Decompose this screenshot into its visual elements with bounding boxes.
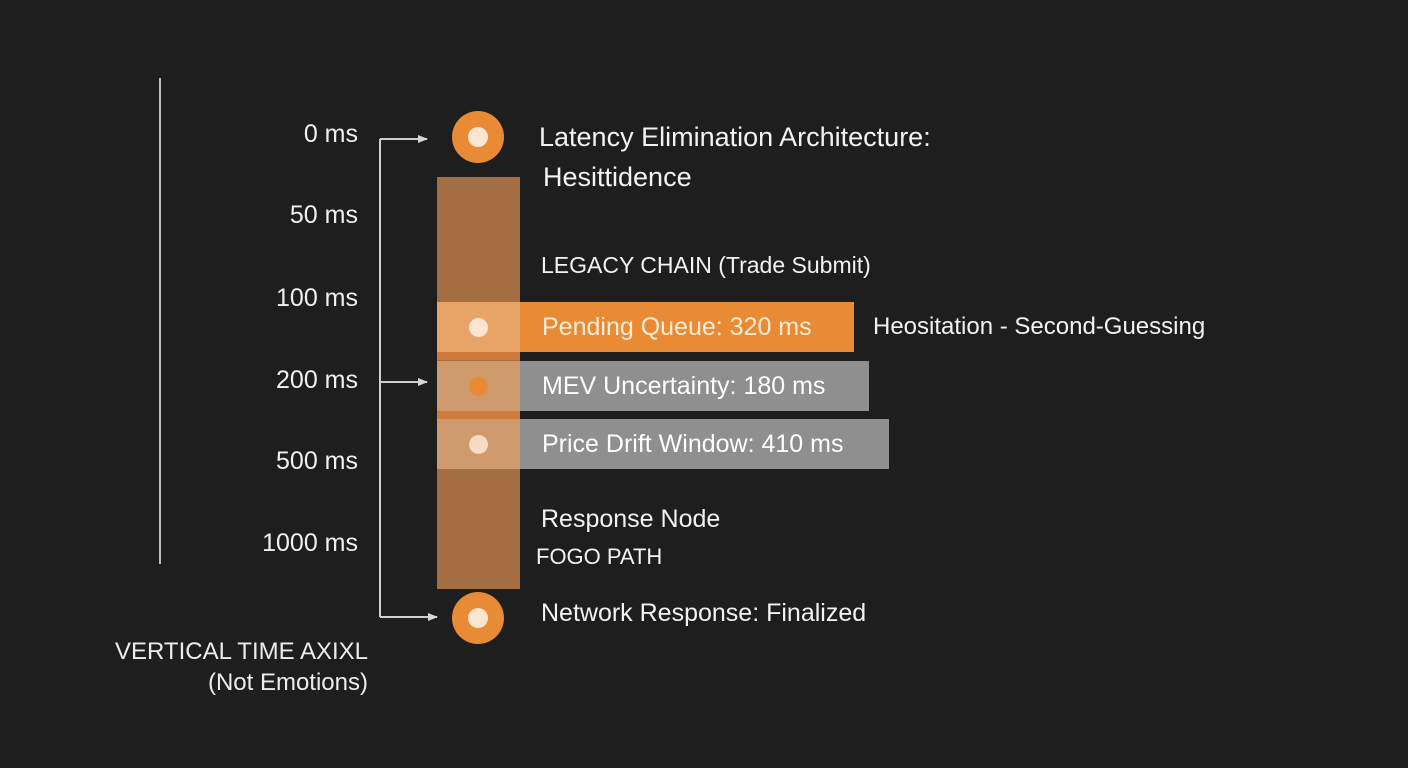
axis-title-line1: VERTICAL TIME AXIXL	[115, 638, 368, 665]
axis-title: VERTICAL TIME AXIXL (Not Emotions)	[115, 636, 368, 698]
segment-bar-mev-uncertainty: MEV Uncertainty: 180 ms	[520, 361, 869, 411]
start-node-core	[468, 127, 488, 147]
segment-divider	[437, 352, 520, 360]
end-node-core	[468, 608, 488, 628]
segment-bar-pending-queue: Pending Queue: 320 ms	[520, 302, 854, 352]
segment-cell-pending-queue	[437, 302, 520, 352]
axis-title-line2: (Not Emotions)	[207, 669, 368, 696]
diagram-title: Latency Elimination Architecture:	[539, 122, 931, 152]
segment-cell-mev-uncertainty	[437, 361, 520, 411]
axis-tick-200: 200 ms	[276, 366, 358, 394]
hesitation-annotation: Heositation - Second-Guessing	[873, 313, 1206, 340]
axis-tick-0: 0 ms	[303, 120, 358, 148]
start-node-icon	[452, 111, 504, 163]
diagram-subtitle: Hesittidence	[543, 162, 692, 192]
end-node-icon	[452, 592, 504, 644]
segment-divider	[437, 411, 520, 419]
segment-dot-icon	[469, 435, 488, 454]
axis-tick-1000: 1000 ms	[262, 529, 358, 557]
segment-dot-icon	[469, 318, 488, 337]
segment-cell-price-drift	[437, 419, 520, 469]
segment-dot-icon	[469, 377, 488, 396]
legacy-chain-label: LEGACY CHAIN (Trade Submit)	[541, 252, 871, 278]
network-response-label: Network Response: Finalized	[541, 599, 867, 627]
axis-tick-100: 100 ms	[276, 284, 358, 312]
segment-bar-price-drift: Price Drift Window: 410 ms	[520, 419, 889, 469]
axis-tick-50: 50 ms	[289, 201, 358, 229]
fogo-path-label: FOGO PATH	[536, 544, 663, 569]
axis-tick-500: 500 ms	[276, 447, 358, 475]
time-axis-line	[159, 78, 161, 564]
response-node-label: Response Node	[541, 505, 721, 533]
